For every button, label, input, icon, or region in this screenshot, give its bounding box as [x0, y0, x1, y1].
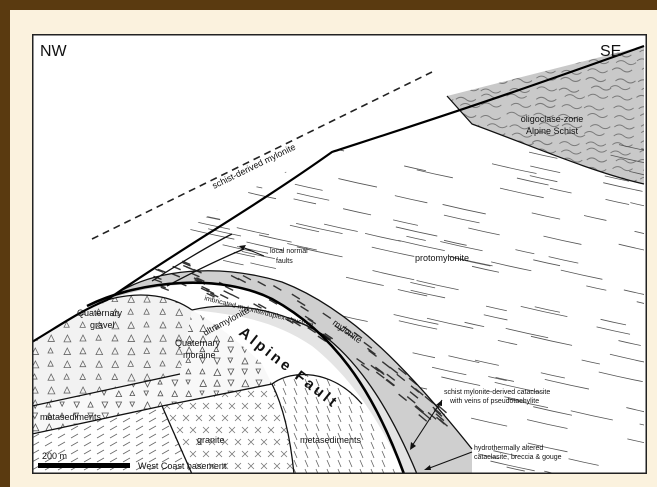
label-oligoclase-zone: oligoclase-zone — [521, 114, 584, 124]
label-cataclasite-1: schist mylonite-derived cataclasite — [444, 389, 550, 396]
label-alpine-schist: Alpine Schist — [526, 126, 579, 136]
label-local-normal: local normal — [270, 248, 308, 255]
label-quaternary-moraine-2: moraine — [183, 350, 216, 360]
label-metasediments-right: metasediments — [300, 435, 362, 445]
label-cataclasite-2: with veins of pseudotachylite — [449, 398, 539, 405]
label-hydrothermal-2: cataclasite, breccia & gouge — [474, 454, 562, 461]
label-west-coast-basement: West Coast basement — [138, 461, 227, 471]
scale-bar — [38, 463, 130, 468]
label-hydrothermal-1: hydrothermally altered — [474, 445, 543, 452]
label-faults: faults — [276, 258, 293, 265]
corner-label-nw: NW — [40, 43, 68, 60]
label-quaternary-gravel-1: Quaternary — [77, 308, 123, 318]
label-quaternary-moraine-1: Quaternary — [175, 338, 221, 348]
label-granite: granite — [197, 435, 225, 445]
scale-bar-label: 200 m — [42, 451, 67, 461]
label-metasediments-left: metasediments — [40, 412, 102, 422]
label-quaternary-gravel-2: gravel — [90, 320, 115, 330]
cross-section-diagram: NW SE schist-derived mylonite oligoclase… — [32, 34, 647, 474]
corner-label-se: SE — [600, 43, 621, 60]
label-protomylonite: protomylonite — [415, 253, 469, 263]
